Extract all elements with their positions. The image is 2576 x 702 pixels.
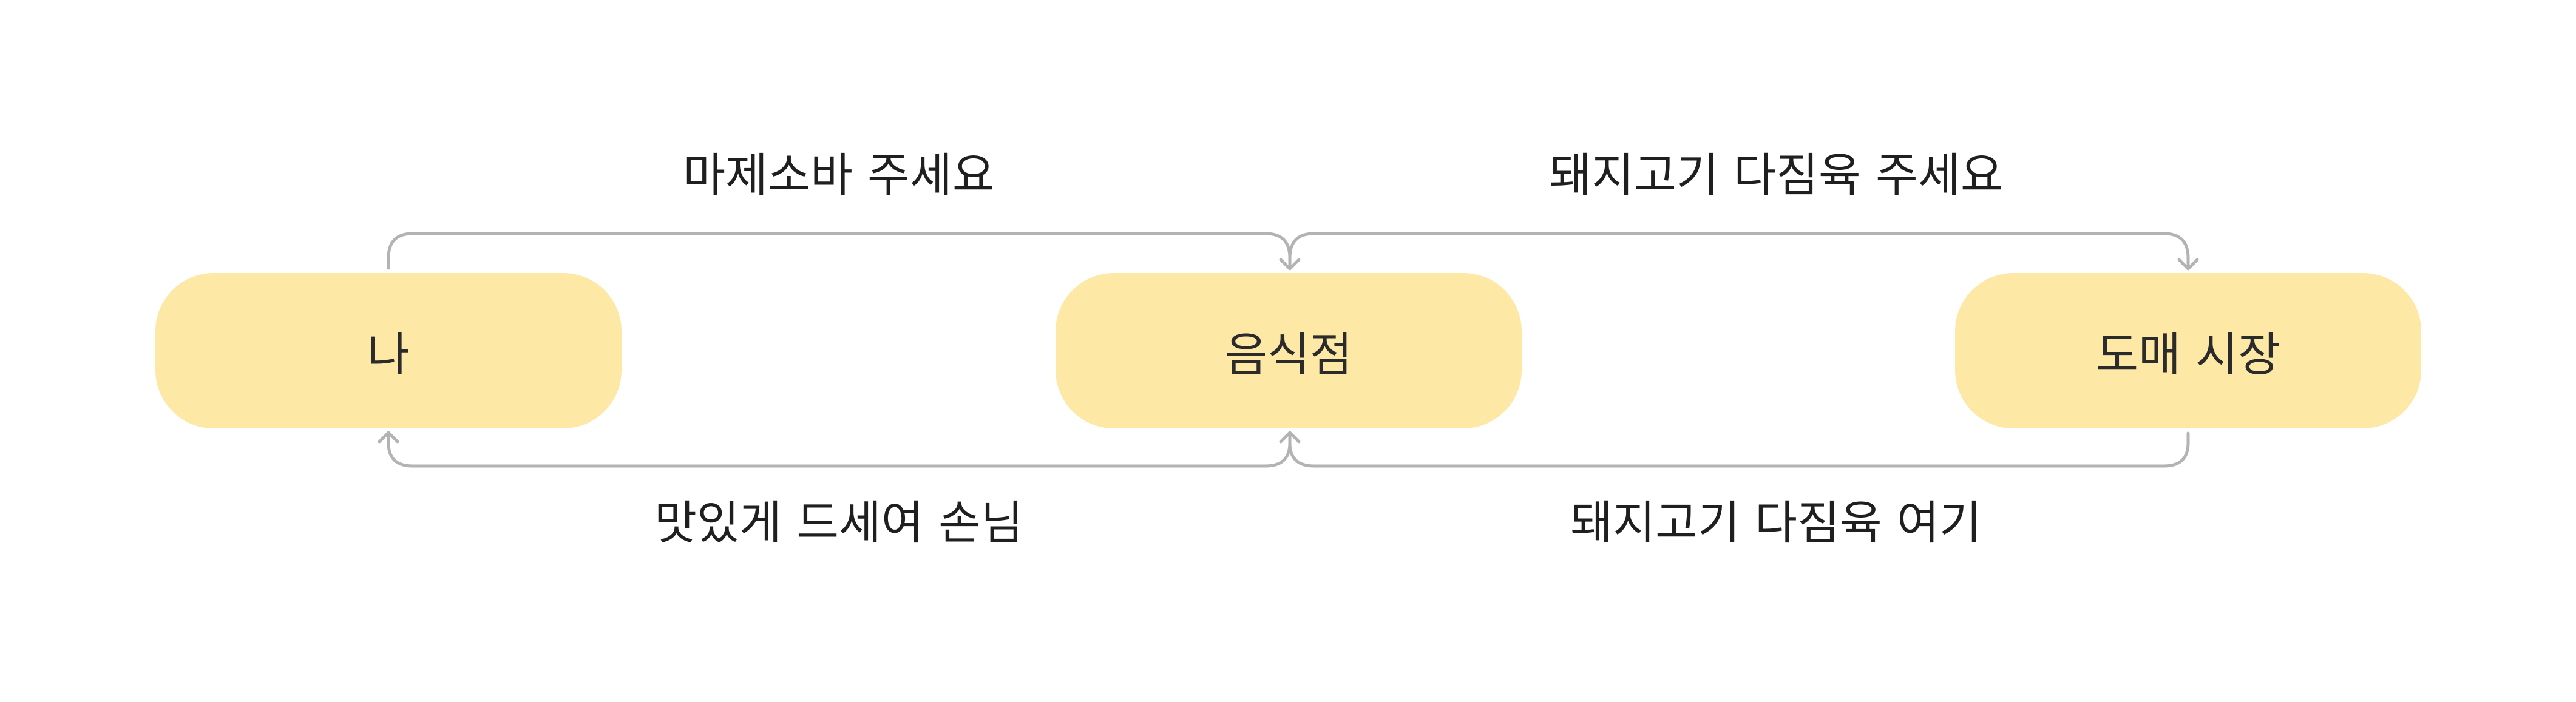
node-label-wholesale: 도매 시장	[2096, 328, 2280, 382]
node-label-restaurant: 음식점	[1225, 328, 1352, 382]
edge-arrow-wholesale-to-restaurant	[1288, 431, 2190, 468]
node-restaurant: 음식점	[1056, 273, 1522, 428]
edge-arrowhead-wholesale-to-restaurant	[1279, 431, 1301, 444]
node-wholesale: 도매 시장	[1955, 273, 2421, 428]
node-me: 나	[155, 273, 622, 428]
edge-arrowhead-restaurant-to-me	[378, 431, 399, 444]
node-label-me: 나	[367, 328, 410, 382]
edge-arrow-restaurant-to-wholesale	[1288, 232, 2190, 270]
edge-arrowhead-restaurant-to-wholesale	[2177, 258, 2199, 271]
edge-label-wholesale-to-restaurant: 돼지고기 다짐육 여기	[1570, 496, 1982, 550]
edge-label-restaurant-to-wholesale: 돼지고기 다짐육 주세요	[1549, 148, 2003, 202]
edge-label-restaurant-to-me: 맛있게 드세여 손님	[654, 496, 1023, 550]
edge-arrow-me-to-restaurant	[387, 232, 1292, 270]
edge-label-me-to-restaurant: 마제소바 주세요	[683, 148, 995, 202]
edge-arrow-restaurant-to-me	[387, 431, 1292, 468]
